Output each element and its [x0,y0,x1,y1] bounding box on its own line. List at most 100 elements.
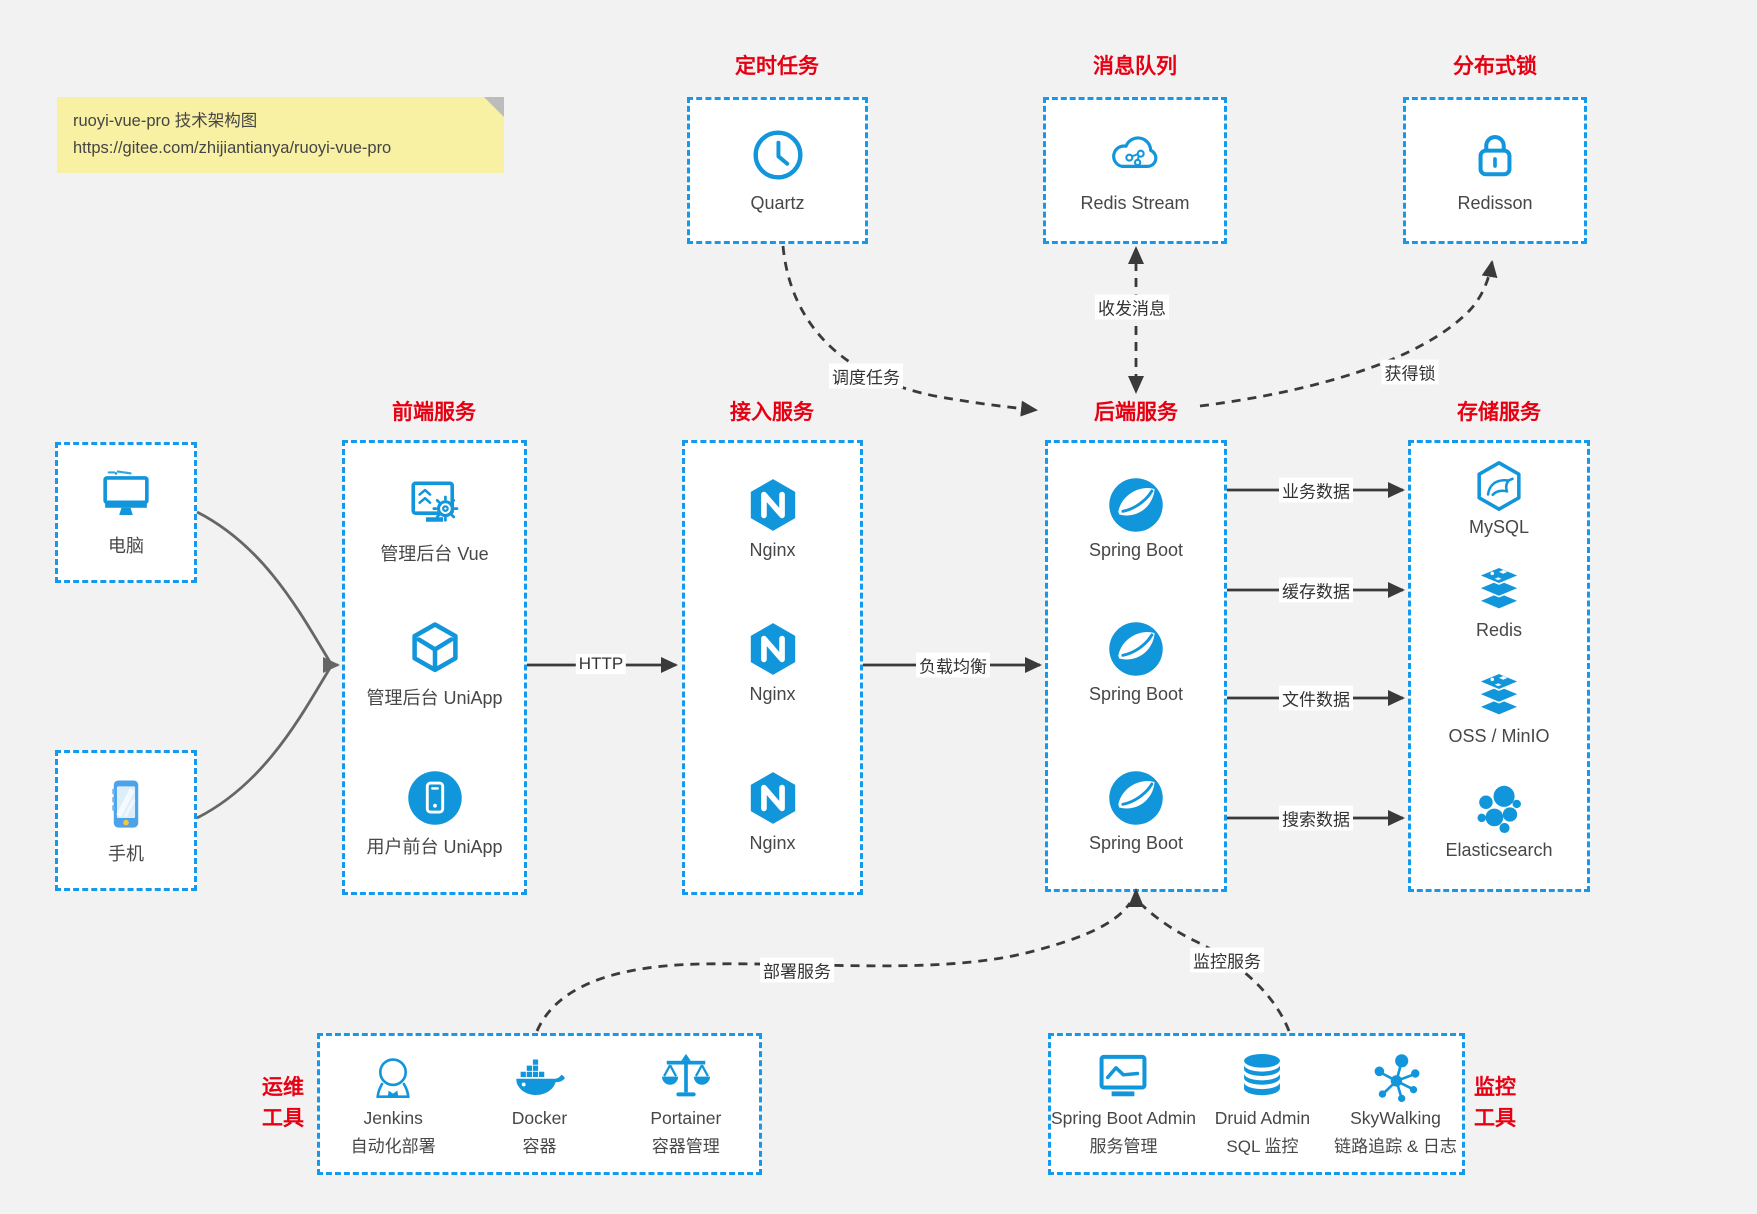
ops-tools-panel: Jenkins 自动化部署 Docker 容器 Portainer 容器管理 [317,1033,762,1175]
node-label: MySQL [1468,517,1529,537]
elasticsearch-icon [1472,782,1526,836]
node-jenkins: Jenkins 自动化部署 [320,1036,466,1172]
tool-name: Docker [511,1108,568,1128]
nginx-icon [744,769,802,827]
node-label: Spring Boot [1088,684,1184,704]
node-mysql: MySQL [1411,459,1587,538]
edge-label-load-balance: 负载均衡 [916,652,990,678]
node-label: Redis Stream [1080,193,1190,213]
note-title: ruoyi-vue-pro 技术架构图 [73,112,258,130]
clock-icon [750,127,806,183]
node-nginx-3: Nginx [685,769,860,854]
tool-desc: 容器 [522,1137,557,1156]
node-admin-vue: 管理后台 Vue [345,476,524,566]
node-label: 管理后台 UniApp [366,688,503,708]
nginx-icon [744,476,802,534]
node-label: 电脑 [108,536,144,556]
uniapp-cube-icon [406,620,464,678]
node-admin-uniapp: 管理后台 UniApp [345,620,524,710]
tool-desc: SQL 监控 [1226,1137,1299,1156]
title-gateway-services: 接入服务 [730,401,814,424]
tool-name: Jenkins [363,1108,423,1128]
node-redis: Redis [1411,562,1587,641]
tool-desc: 服务管理 [1089,1137,1158,1156]
docker-icon [511,1049,567,1105]
node-label: Redis [1475,620,1523,640]
springboot-admin-icon [1095,1049,1151,1105]
sticky-note: ruoyi-vue-pro 技术架构图 https://gitee.com/zh… [57,97,504,173]
redis-stream-panel: Redis Stream [1043,97,1227,244]
skywalking-icon [1368,1049,1424,1105]
spring-boot-icon [1107,476,1165,534]
node-springboot-3: Spring Boot [1048,769,1224,854]
tool-name: Portainer [650,1108,722,1128]
admin-vue-icon [406,476,464,534]
title-frontend-services: 前端服务 [392,401,476,424]
title-distributed-lock: 分布式锁 [1453,55,1537,78]
nginx-icon [744,620,802,678]
node-label: 手机 [108,844,144,864]
mobile-client-panel: 手机 [55,750,197,891]
tool-desc: 链路追踪 & 日志 [1334,1137,1457,1156]
cloud-mq-icon [1107,127,1163,183]
node-skywalking: SkyWalking 链路追踪 & 日志 [1329,1036,1462,1172]
message-arrow [1128,246,1144,394]
desktop-icon [97,467,155,525]
node-label: Nginx [749,540,796,560]
node-label: Redisson [1457,193,1533,213]
edge-label-http: HTTP [575,654,627,674]
note-url: https://gitee.com/zhijiantianya/ruoyi-vu… [73,138,392,157]
node-label: 管理后台 Vue [380,544,489,564]
druid-icon [1234,1049,1290,1105]
mysql-icon [1472,459,1526,513]
edge-label-schedule: 调度任务 [829,363,903,389]
node-label: Spring Boot [1088,833,1184,853]
node-label: OSS / MinIO [1448,726,1550,746]
tool-name: Spring Boot Admin [1051,1108,1196,1128]
title-message-queue: 消息队列 [1093,55,1177,78]
tool-name: Druid Admin [1214,1108,1311,1128]
edge-label-cache-data: 缓存数据 [1279,577,1353,603]
user-app-icon [406,769,464,827]
node-label: Quartz [750,193,805,213]
storage-stack-icon [1472,668,1526,722]
node-user-uniapp: 用户前台 UniApp [345,769,524,859]
title-backend-services: 后端服务 [1094,401,1178,424]
tool-name: SkyWalking [1350,1108,1441,1128]
storage-panel: MySQL Redis OSS / MinIO Elasticsearch [1408,440,1590,892]
jenkins-icon [365,1049,421,1105]
edge-label-file-data: 文件数据 [1279,685,1353,711]
node-docker: Docker 容器 [466,1036,612,1172]
title-storage-services: 存储服务 [1457,401,1541,424]
edge-label-lock: 获得锁 [1381,359,1439,385]
gateway-panel: Nginx Nginx Nginx [682,440,863,895]
redis-stack-icon [1472,562,1526,616]
node-springboot-1: Spring Boot [1048,476,1224,561]
title-ops-tools: 运维 工具 [262,1076,304,1130]
frontend-panel: 管理后台 Vue 管理后台 UniApp 用户前台 UniApp [342,440,527,895]
node-nginx-1: Nginx [685,476,860,561]
node-label: Nginx [749,833,796,853]
monitor-tools-panel: Spring Boot Admin 服务管理 Druid Admin SQL 监… [1048,1033,1465,1175]
backend-panel: Spring Boot Spring Boot Spring Boot [1045,440,1227,892]
quartz-panel: Quartz [687,97,868,244]
node-elasticsearch: Elasticsearch [1411,782,1587,861]
spring-boot-icon [1107,769,1165,827]
node-nginx-2: Nginx [685,620,860,705]
title-monitor-tools: 监控 工具 [1474,1076,1516,1130]
edge-label-message: 收发消息 [1095,294,1169,320]
edge-label-monitor: 监控服务 [1190,947,1264,973]
spring-boot-icon [1107,620,1165,678]
node-label: Nginx [749,684,796,704]
title-scheduled-jobs: 定时任务 [735,55,819,78]
edge-label-business-data: 业务数据 [1279,477,1353,503]
schedule-arrow [781,245,1038,417]
node-springboot-admin: Spring Boot Admin 服务管理 [1051,1036,1196,1172]
node-druid: Druid Admin SQL 监控 [1196,1036,1329,1172]
edge-label-deploy: 部署服务 [760,957,834,983]
client-merge-arrows [196,510,340,820]
smartphone-icon [97,775,155,833]
redisson-panel: Redisson [1403,97,1587,244]
node-label: 用户前台 UniApp [366,837,503,857]
